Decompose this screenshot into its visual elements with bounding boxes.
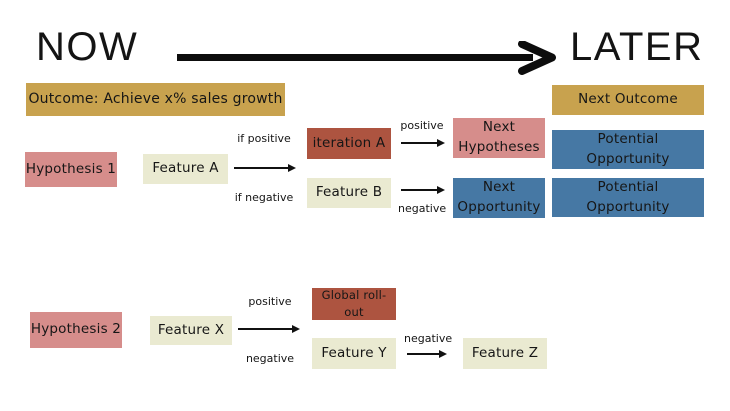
feature-a-box: Feature A	[143, 154, 228, 184]
iteration-a-arrow-icon	[401, 139, 445, 147]
feature-a-negative-label: if negative	[234, 191, 294, 204]
now-heading: NOW	[36, 25, 139, 69]
feature-x-negative-label: negative	[245, 352, 295, 365]
potential-opportunity-1-box: Potential Opportunity	[552, 130, 704, 169]
feature-y-box: Feature Y	[312, 338, 396, 369]
potential-opportunity-2-box: Potential Opportunity	[552, 178, 704, 217]
global-rollout-box: Global roll-out	[312, 288, 396, 320]
iteration-a-positive-label: positive	[400, 119, 444, 132]
later-heading: LATER	[570, 25, 704, 69]
next-hypotheses-box: Next Hypotheses	[453, 118, 545, 158]
feature-z-box: Feature Z	[463, 338, 547, 369]
timeline-arrow-icon	[177, 41, 556, 75]
outcome-box: Outcome: Achieve x% sales growth	[26, 83, 285, 116]
next-opportunity-box: Next Opportunity	[453, 178, 545, 218]
next-outcome-box: Next Outcome	[552, 85, 704, 115]
feature-b-box: Feature B	[307, 178, 391, 208]
feature-a-positive-label: if positive	[237, 132, 291, 145]
hypothesis-2-box: Hypothesis 2	[30, 312, 122, 348]
feature-y-arrow-icon	[407, 350, 447, 358]
feature-a-arrow-icon	[234, 164, 296, 172]
feature-x-arrow-icon	[238, 325, 300, 333]
feature-x-positive-label: positive	[248, 295, 292, 308]
hypothesis-1-box: Hypothesis 1	[25, 152, 117, 187]
feature-b-arrow-icon	[401, 186, 445, 194]
feature-x-box: Feature X	[150, 316, 232, 345]
feature-b-negative-label: negative	[398, 202, 447, 215]
iteration-a-box: iteration A	[307, 128, 391, 159]
feature-y-negative-label: negative	[404, 332, 453, 345]
